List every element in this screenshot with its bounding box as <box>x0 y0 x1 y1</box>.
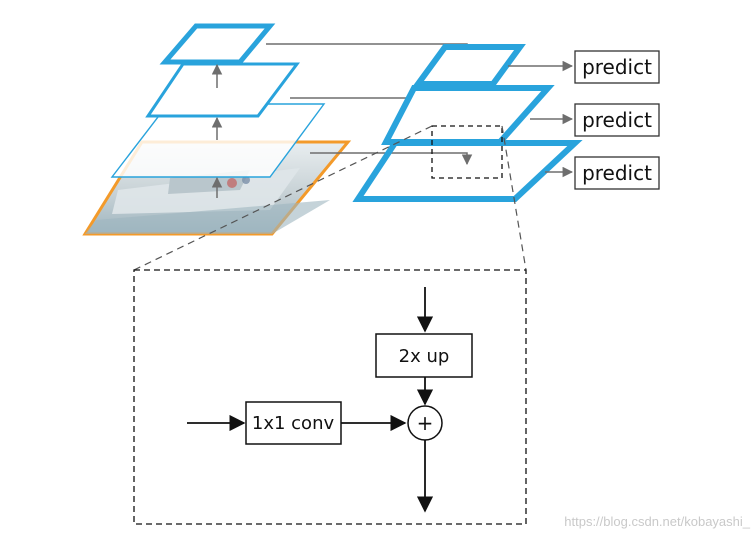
upsample-label: 2x up <box>399 346 450 367</box>
top-down-pyramid <box>352 44 583 202</box>
passenger-figure <box>242 176 250 184</box>
water-surface <box>85 200 330 234</box>
upsample-box <box>375 333 473 378</box>
bottom-up-pyramid <box>82 23 352 236</box>
passenger-figure <box>227 178 237 188</box>
predict-box-2 <box>574 103 660 137</box>
conv-box <box>245 401 342 445</box>
predict-label-1: predict <box>582 55 652 79</box>
zoom-region <box>431 125 503 179</box>
predict-outputs: predict predict predict <box>508 50 660 190</box>
detail-frame <box>133 269 527 525</box>
top-down-level-3 <box>352 140 583 202</box>
lateral-arrow-bottom <box>310 152 473 166</box>
bottom-up-level-1 <box>110 103 326 178</box>
predict-label-2: predict <box>582 108 652 132</box>
sum-symbol: + <box>417 411 434 435</box>
predict-label-3: predict <box>582 161 652 185</box>
merge-detail: 2x up 1x1 conv + <box>133 269 527 525</box>
top-down-level-2 <box>381 85 555 145</box>
bottom-up-level-2 <box>145 62 300 118</box>
zoom-projection <box>133 125 527 271</box>
watermark-text: https://blog.csdn.net/kobayashi_ <box>564 514 751 529</box>
top-down-level-1 <box>412 44 526 87</box>
predict-box-1 <box>574 50 660 84</box>
conv-label: 1x1 conv <box>252 413 335 434</box>
bottom-up-level-3 <box>159 23 276 65</box>
predict-box-3 <box>574 156 660 190</box>
